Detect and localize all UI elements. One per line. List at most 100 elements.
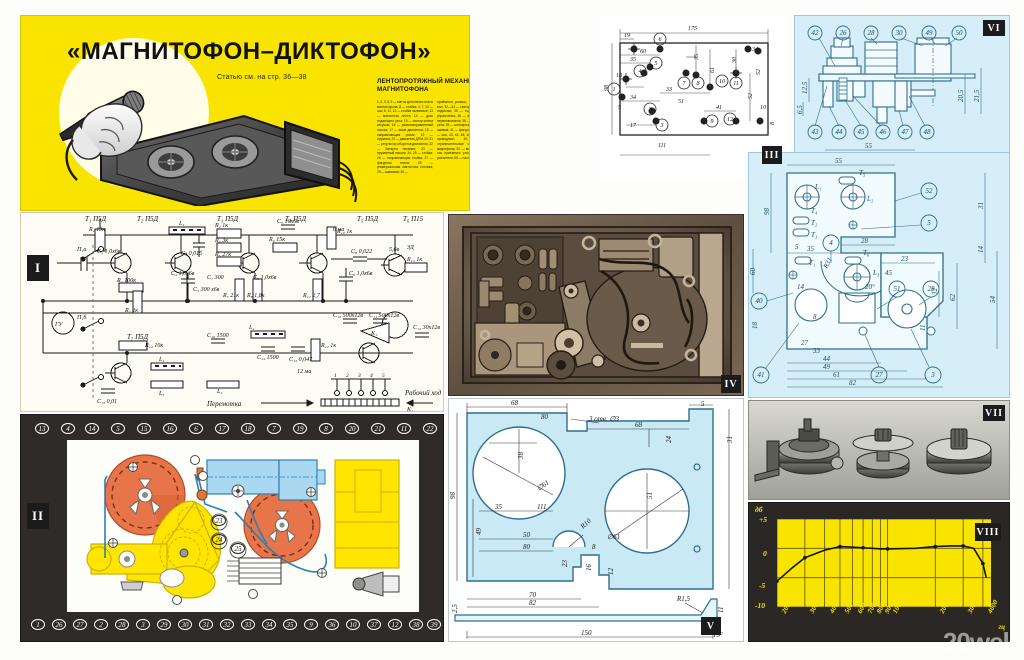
panel-label-viii: VIII	[975, 523, 1001, 541]
callout-vi-48: 48	[924, 128, 932, 136]
callout-board-41: 41	[758, 371, 765, 379]
dim-iii-51: 51	[678, 99, 684, 105]
dim-b-33: 33	[812, 347, 821, 355]
dim-68-right: 68	[635, 421, 643, 429]
callout-iii-2: 2	[649, 107, 652, 113]
label-l2: L₂	[248, 325, 254, 331]
dim-b-45: 45	[885, 269, 893, 277]
hole-layout-panel: 1 2 3 4 5 6 7 8 9 10 11 12 175 19 60 35 …	[600, 15, 790, 180]
dim-b-82: 82	[849, 379, 857, 387]
callout-bottom-18: 12	[388, 619, 402, 630]
label-voltage: 5,6в	[389, 247, 400, 253]
dim-68-top: 68	[511, 399, 519, 407]
callout-top-11: 19	[293, 423, 307, 434]
callout-iii-3: 3	[660, 123, 664, 129]
callout-vi-45: 45	[858, 128, 866, 136]
label-c2: C₂ 0,015	[181, 251, 202, 257]
chart-ytick-minus5: -5	[759, 581, 766, 590]
dim-12: 12	[607, 568, 615, 576]
callout-bottom-12: 34	[262, 619, 276, 630]
callout-top-16: 22	[423, 423, 437, 434]
callout-bottom-2: 26	[52, 619, 66, 630]
dim-80b: 80	[523, 543, 531, 551]
comp-t1: T₁	[809, 259, 815, 267]
hole-layout-drawing: 1 2 3 4 5 6 7 8 9 10 11 12 175 19 60 35 …	[604, 26, 776, 156]
board-layout-drawing: 52 5 4 51 28 40 41 27 3 L₁ L₂ L₃ T₁ T₂ T…	[749, 157, 998, 388]
callout-bottom-14: 9	[304, 619, 318, 630]
dim-r15: R1,5	[676, 595, 691, 603]
callout-board-40: 40	[756, 297, 764, 305]
callout-vi-49: 49	[926, 29, 934, 37]
panel-label-ii: II	[27, 503, 49, 529]
dim-82: 82	[529, 599, 537, 607]
mechanism-heading: ЛЕНТОПРОТЯЖНЫЙ МЕХАНИЗМ МАГНИТОФОНА	[377, 78, 469, 93]
callout-iii-7: 7	[683, 81, 687, 87]
callout-bottom-9: 31	[199, 619, 213, 630]
callout-bottom-20: 39	[427, 619, 441, 630]
label-r6: R₆ 27к	[214, 252, 231, 258]
label-c15: C₁₅ 0,01	[97, 399, 117, 405]
dim-24: 24	[665, 436, 673, 444]
callout-board-28: 28	[928, 285, 936, 293]
dim-51-r: 51	[646, 492, 654, 499]
panel-label-vi: VI	[983, 20, 1005, 36]
callout-bottom-15: 36	[325, 619, 339, 630]
article-reference: Статью см. на стр. 36—38	[217, 74, 307, 81]
callout-vi-50: 50	[956, 29, 964, 37]
dim-16: 16	[585, 564, 593, 572]
callout-bottom-19: 38	[409, 619, 423, 630]
mechanism-artwork	[86, 454, 400, 605]
dim-b-5: 5	[795, 243, 799, 251]
dim-b-32: 32	[931, 288, 939, 297]
callout-vi-42: 42	[812, 29, 820, 37]
callout-bottom-16: 10	[346, 619, 360, 630]
amplifier-schematic: T₁ П5Д T₂ П5Д T₃ П5Д T₄ П5Д T₅ П5Д T₆ П1…	[41, 215, 442, 412]
dim-b-8: 8	[813, 313, 817, 321]
label-l1: L₁	[178, 221, 184, 227]
label-t4: T₄ П5Д	[285, 215, 307, 223]
dim-vi-205: 20,5	[957, 89, 965, 102]
callout-vi-26: 26	[840, 29, 848, 37]
dim-iii-60: 60	[640, 49, 646, 55]
callout-vi-43: 43	[812, 128, 820, 136]
dim-iii-111: 111	[658, 143, 666, 149]
dim-vi-65: 6,5	[796, 105, 804, 114]
label-gu: ГУ	[54, 322, 63, 328]
label-t3: T₃ П5Д	[217, 215, 239, 223]
label-p1a: П₁а	[76, 247, 86, 253]
callout-inner-24: 24	[212, 534, 226, 545]
label-c1: C₁ 1,0x6в	[97, 249, 121, 255]
label-k2: К₂	[406, 407, 413, 412]
contact-2: 2	[346, 373, 349, 379]
callout-top-1: 13	[35, 423, 49, 434]
reels-photo	[749, 401, 1009, 499]
label-c6: C₆ 1,0x6в	[253, 275, 277, 281]
callout-iii-10: 10	[719, 79, 725, 85]
label-c4: C₄ 1,0x6в	[171, 271, 195, 277]
callout-top-8: 17	[215, 423, 229, 434]
label-c13: C₁₃ 0,047	[289, 356, 313, 363]
dim-iii-35: 35	[629, 57, 636, 63]
label-r2: R₂ 100к	[116, 278, 136, 284]
dim-iii-17: 17	[630, 123, 637, 129]
callout-vi-44: 44	[836, 128, 844, 136]
dim-25: 2,5	[451, 604, 459, 613]
dim-b-62: 62	[949, 294, 957, 302]
label-l5: L₅	[158, 391, 164, 397]
callout-bottom-6: 3	[136, 619, 150, 630]
dim-iii-19: 19	[624, 33, 630, 39]
label-c10: C₁₀ 500x12в	[333, 313, 363, 319]
callout-board-4: 4	[829, 239, 833, 247]
dim-15deg: 15°	[713, 631, 723, 639]
label-l3: L₃	[216, 389, 222, 395]
callout-board-3: 27	[876, 371, 884, 379]
contact-4: 4	[370, 372, 373, 379]
label-r5: R₅ 3к	[214, 238, 228, 244]
dim-b-98: 98	[763, 208, 771, 216]
comp-t3: T₃	[811, 231, 818, 239]
dim-b-54: 54	[989, 296, 997, 304]
dim-iii-41: 41	[716, 104, 722, 111]
dim-iii-61: 61	[710, 67, 716, 73]
dim-b-35: 35	[806, 245, 815, 253]
label-c8: C₈ 0,022	[351, 249, 372, 255]
